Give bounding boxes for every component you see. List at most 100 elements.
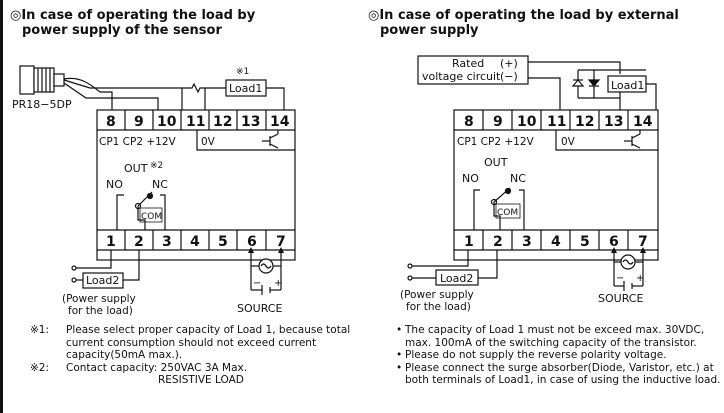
right-note-3: • Please connect the surge absorber(Diod… (396, 362, 722, 387)
right-surge-diode-icon (571, 79, 601, 87)
left-terminal-10: 10 (157, 114, 177, 130)
left-terminal-1: 1 (106, 234, 116, 250)
right-source-plus: + (636, 273, 644, 284)
left-margin-rule (0, 0, 3, 413)
right-power-supply-line2: for the load) (406, 301, 471, 313)
right-transistor-icon (624, 130, 641, 149)
sensor-model-label: PR18−5DP (12, 98, 72, 111)
left-no-label: NO (106, 178, 123, 191)
left-bottom-terminals: 1 2 3 4 5 6 7 (106, 234, 286, 250)
rated-voltage-box (417, 55, 529, 85)
right-terminal-12: 12 (575, 114, 594, 130)
left-notes: ※1: Please select proper capacity of Loa… (30, 324, 360, 387)
left-load1-label: Load1 (229, 82, 262, 95)
right-source-icon (611, 247, 646, 291)
right-terminal-13: 13 (604, 114, 623, 130)
bullet-icon: • (396, 361, 403, 374)
right-source-label: SOURCE (598, 292, 643, 305)
left-cp-labels: CP1 CP2 +12V (99, 136, 177, 148)
left-terminal-2: 2 (134, 234, 144, 250)
rated-minus-label: (−) (500, 70, 518, 83)
left-diagram (19, 65, 296, 295)
right-load1-label: Load1 (611, 79, 644, 92)
right-terminal-1: 1 (464, 234, 474, 250)
proximity-sensor-icon (19, 65, 101, 95)
left-0v-label: 0V (201, 136, 216, 148)
right-note-1-text: The capacity of Load 1 must not be excee… (405, 324, 705, 349)
right-power-supply-line1: (Power supply (400, 289, 474, 301)
left-note-marker-1: ※1 (236, 67, 249, 77)
right-load2-label: Load2 (440, 272, 473, 285)
right-terminal-5: 5 (580, 234, 590, 250)
left-com-label: COM (141, 212, 162, 222)
right-terminal-7: 7 (638, 234, 648, 250)
left-power-supply-line2: for the load) (68, 305, 133, 317)
left-terminal-5: 5 (218, 234, 228, 250)
right-note-3-text: Please connect the surge absorber(Diode,… (405, 361, 721, 387)
right-cp-labels: CP1 CP2 +12V (457, 136, 535, 148)
right-note-1: • The capacity of Load 1 must not be exc… (396, 324, 722, 349)
left-terminal-3: 3 (162, 234, 172, 250)
left-transistor-icon (262, 130, 279, 149)
right-terminal-4: 4 (551, 234, 561, 250)
rated-plus-label: (+) (500, 57, 518, 70)
right-title-line2: power supply (380, 23, 479, 38)
right-terminal-11: 11 (547, 114, 566, 130)
left-note-2-text: Contact capacity: 250VAC 3A Max. (66, 361, 248, 374)
left-terminal-4: 4 (190, 234, 200, 250)
left-top-terminals: 8 9 10 11 12 13 14 (106, 114, 290, 130)
left-terminal-8: 8 (106, 114, 116, 130)
left-nc-label: NC (152, 178, 168, 191)
left-title-line1: ◎In case of operating the load by (10, 8, 256, 23)
left-note-1-mark: ※1: (30, 324, 50, 336)
right-top-terminals: 8 9 10 11 12 13 14 (464, 114, 653, 130)
right-source-minus: − (616, 273, 624, 284)
right-terminal-2: 2 (493, 234, 503, 250)
right-terminal-10: 10 (517, 114, 537, 130)
right-terminal-8: 8 (464, 114, 474, 130)
right-0v-label: 0V (561, 136, 576, 148)
left-title-line2: power supply of the sensor (22, 23, 222, 38)
left-power-supply-line1: (Power supply (62, 293, 136, 305)
right-title-line1: ◎In case of operating the load by extern… (368, 8, 679, 23)
left-load2-label: Load2 (86, 274, 119, 287)
left-source-icon (248, 247, 284, 295)
right-notes: • The capacity of Load 1 must not be exc… (396, 324, 722, 387)
right-terminal-9: 9 (493, 114, 503, 130)
left-note-marker-2: ※2 (150, 161, 163, 171)
rated-label-line2: voltage circuit (422, 70, 501, 83)
bullet-icon: • (396, 349, 403, 361)
left-terminal-11: 11 (186, 114, 205, 130)
right-note-2: • Please do not supply the reverse polar… (396, 349, 722, 362)
right-com-label: COM (497, 208, 518, 218)
left-source-minus: − (253, 278, 261, 289)
right-terminal-6: 6 (609, 234, 619, 250)
left-note-2-mark: ※2: (30, 361, 50, 374)
left-terminal-12: 12 (213, 114, 232, 130)
left-terminal-13: 13 (241, 114, 260, 130)
right-relay-contact-icon (473, 187, 525, 230)
left-note-2: ※2: Contact capacity: 250VAC 3A Max. (30, 362, 360, 375)
left-terminal-7: 7 (276, 234, 286, 250)
right-note-2-text: Please do not supply the reverse polarit… (405, 349, 667, 361)
left-out-label: OUT (124, 162, 148, 175)
left-relay-contact-icon (116, 191, 166, 230)
right-section-title: ◎In case of operating the load by extern… (368, 8, 679, 38)
left-source-plus: + (274, 278, 282, 289)
left-terminal-6: 6 (247, 234, 257, 250)
right-out-label: OUT (484, 156, 508, 169)
right-bottom-terminals: 1 2 3 4 5 6 7 (464, 234, 648, 250)
right-no-label: NO (462, 172, 479, 185)
left-note-1: ※1: Please select proper capacity of Loa… (30, 324, 360, 362)
rated-label-line1: Rated (452, 57, 484, 70)
right-terminal-14: 14 (633, 114, 653, 130)
bullet-icon: • (396, 324, 403, 336)
right-nc-label: NC (510, 172, 526, 185)
left-terminal-9: 9 (134, 114, 144, 130)
left-terminal-14: 14 (270, 114, 290, 130)
right-terminal-3: 3 (522, 234, 532, 250)
left-source-label: SOURCE (237, 302, 282, 315)
left-note-2-sub: RESISTIVE LOAD (158, 374, 244, 386)
right-diagram (407, 55, 659, 291)
